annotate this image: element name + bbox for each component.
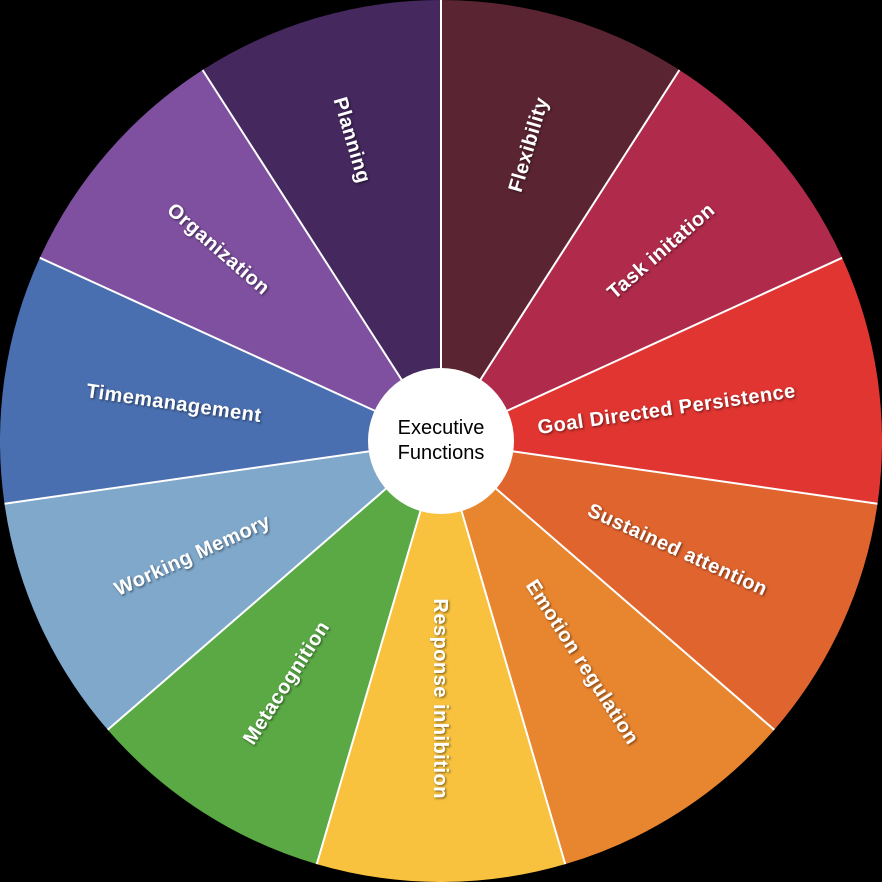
pie-segment-task-initation bbox=[441, 70, 843, 441]
segment-divider bbox=[440, 440, 775, 731]
segment-divider bbox=[4, 440, 442, 505]
segment-divider bbox=[440, 256, 843, 442]
segment-divider bbox=[440, 69, 681, 442]
pie-segment-sustained-attention bbox=[441, 441, 878, 730]
pie-segment-planning bbox=[202, 0, 441, 441]
pie-segment-response-inhibition bbox=[316, 441, 566, 882]
segment-divider bbox=[39, 256, 442, 442]
pie-segment-goal-directed-persistence bbox=[441, 257, 882, 504]
pie-segment-working-memory bbox=[4, 441, 442, 730]
segment-dividers bbox=[4, 0, 878, 865]
pie-segment-metacognition bbox=[107, 441, 442, 865]
segment-label-response-inhibition: Response inhibition bbox=[429, 598, 451, 799]
segment-divider bbox=[315, 440, 442, 865]
segment-divider bbox=[440, 440, 878, 505]
segment-divider bbox=[201, 69, 442, 442]
pie-segment-organization bbox=[39, 70, 441, 441]
pie-segment-flexibility bbox=[441, 0, 680, 441]
center-hub bbox=[368, 368, 514, 514]
segment-divider bbox=[440, 440, 567, 865]
pie-segment-emotion-regulation bbox=[441, 441, 775, 865]
pie-segment-timemanagement bbox=[0, 257, 441, 504]
segment-divider bbox=[107, 440, 442, 731]
